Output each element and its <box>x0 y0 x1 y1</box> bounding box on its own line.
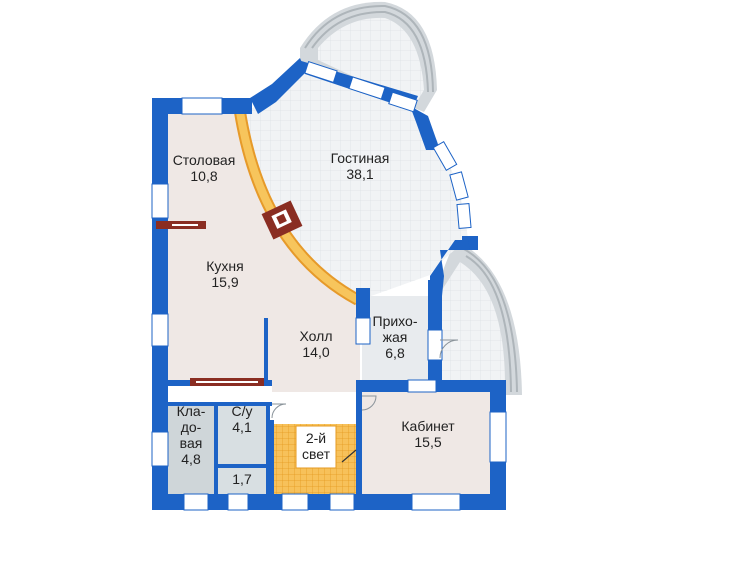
room-kitchen-name: Кухня <box>206 258 244 274</box>
floor-entry <box>362 296 430 380</box>
room-entry: Прихо- жая 6,8 <box>362 313 428 361</box>
double-height-label: 2-й свет <box>296 430 336 462</box>
room-wc-area: 4,1 <box>232 419 252 435</box>
room-hall-name: Холл <box>299 328 333 344</box>
room-pantry-line2: до- <box>180 419 202 435</box>
room-dining-name: Столовая <box>172 152 236 168</box>
room-wc: С/у 4,1 <box>218 403 266 435</box>
floor-living <box>244 70 468 300</box>
room-pantry-line1: Кла- <box>176 403 206 419</box>
room-entry-line1: Прихо- <box>372 313 418 329</box>
room-pantry-area: 4,8 <box>181 451 201 467</box>
floor-small <box>218 468 268 494</box>
room-dining: Столовая 10,8 <box>158 152 250 184</box>
terrace-top <box>300 1 437 113</box>
door-swings <box>271 339 459 419</box>
room-kitchen-area: 15,9 <box>211 274 239 290</box>
floor-wc <box>218 404 268 466</box>
terrace-right <box>440 240 522 395</box>
windows <box>151 61 507 511</box>
double-height-line1: 2-й <box>305 430 327 446</box>
room-small-area: 1,7 <box>232 471 252 487</box>
stair-arrow-icon <box>341 449 357 463</box>
room-pantry-line3: вая <box>179 435 203 451</box>
floor-study <box>362 392 492 494</box>
room-living-area: 38,1 <box>346 166 374 182</box>
room-kitchen: Кухня 15,9 <box>190 258 260 290</box>
room-study-area: 15,5 <box>414 434 442 450</box>
double-height-line2: свет <box>301 446 330 462</box>
room-wc-name: С/у <box>231 403 253 419</box>
floor-hall <box>168 112 360 392</box>
room-living: Гостиная 38,1 <box>312 150 408 182</box>
room-entry-line2: жая <box>382 329 408 345</box>
room-dining-area: 10,8 <box>190 168 218 184</box>
room-study: Кабинет 15,5 <box>380 418 476 450</box>
floor-pantry <box>168 404 216 494</box>
room-living-name: Гостиная <box>330 150 390 166</box>
room-entry-area: 6,8 <box>385 345 405 361</box>
room-study-name: Кабинет <box>401 418 455 434</box>
room-hall: Холл 14,0 <box>286 328 346 360</box>
room-pantry: Кла- до- вая 4,8 <box>168 403 214 467</box>
double-height-box <box>295 425 337 469</box>
fireplace <box>261 200 303 240</box>
room-hall-area: 14,0 <box>302 344 330 360</box>
room-small: 1,7 <box>218 471 266 487</box>
